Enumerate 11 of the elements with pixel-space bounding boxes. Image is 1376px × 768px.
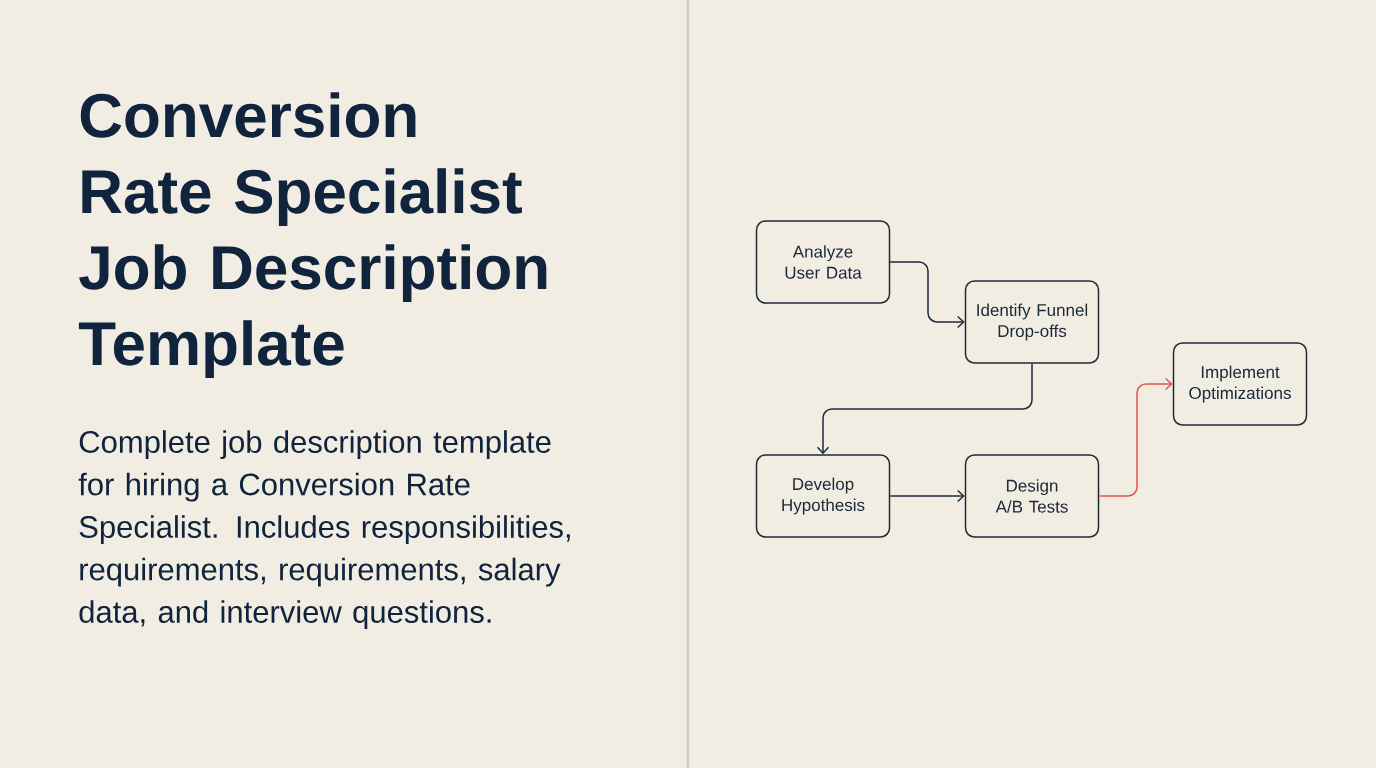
process-box: Develop Hypothesis [755,454,891,538]
process-box: Implement Optimizations [1172,342,1308,426]
arrow [889,489,965,503]
arrow [1098,377,1173,497]
process-box: Design A/B Tests [964,454,1100,538]
title: Conversion Rate Specialist Job Description Template [78,92,547,378]
arrow [889,261,965,329]
description: Complete job description template for hiring a Conversion Rate Specialist. Includes responsibilities, requirements, requirements, salary data, and interview questions. [78,430,570,630]
process-box: Analyze User Data [755,220,891,304]
arrow [816,363,1033,455]
process-box: Identify Funnel Drop-offs [964,280,1100,364]
